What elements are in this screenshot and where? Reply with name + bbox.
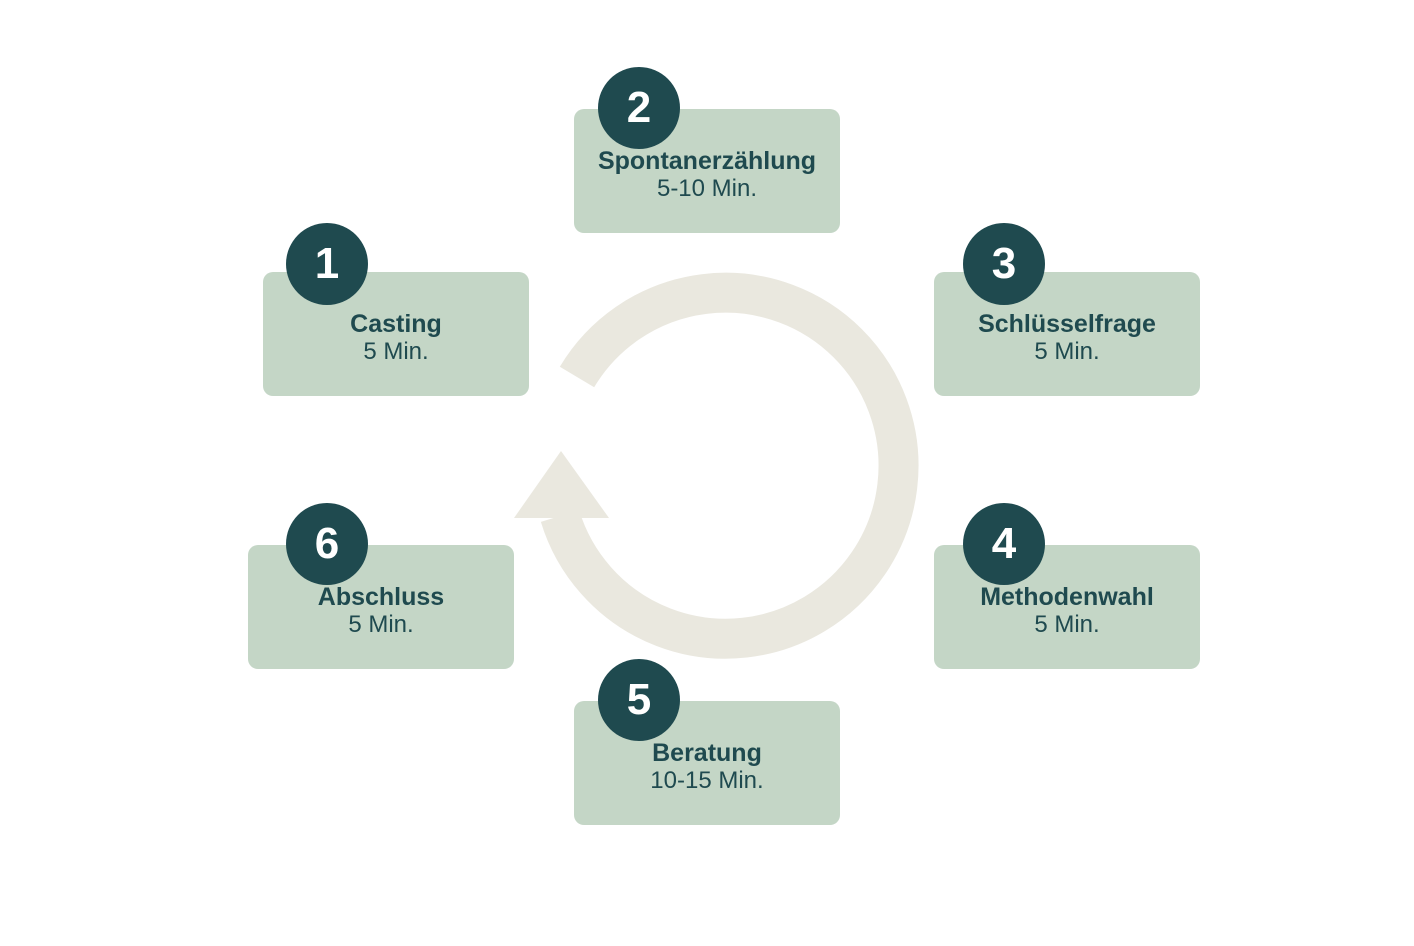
step-title: Beratung: [652, 739, 762, 767]
step-duration: 5 Min.: [1034, 611, 1100, 638]
step-duration: 5 Min.: [1034, 338, 1100, 365]
step-number-badge: 2: [598, 67, 680, 149]
step-number-badge: 6: [286, 503, 368, 585]
step-title: Spontanerzählung: [597, 147, 817, 175]
step-duration: 5-10 Min.: [656, 175, 758, 202]
cycle-arrow-arc: [540, 272, 919, 659]
step-number-badge: 3: [963, 223, 1045, 305]
step-card: Beratung 10-15 Min.: [574, 701, 840, 825]
cycle-arrow-head: [514, 451, 609, 518]
step-duration: 10-15 Min.: [650, 767, 764, 794]
step-title: Abschluss: [317, 583, 445, 611]
step-card: Spontanerzählung 5-10 Min.: [574, 109, 840, 233]
step-number-badge: 4: [963, 503, 1045, 585]
step-number-badge: 5: [598, 659, 680, 741]
step-title: Casting: [350, 310, 442, 338]
step-title: Schlüsselfrage: [978, 310, 1156, 338]
step-duration: 5 Min.: [348, 611, 414, 638]
step-duration: 5 Min.: [363, 338, 429, 365]
step-card: Abschluss 5 Min.: [248, 545, 514, 669]
step-title: Methodenwahl: [980, 583, 1154, 611]
step-number-badge: 1: [286, 223, 368, 305]
